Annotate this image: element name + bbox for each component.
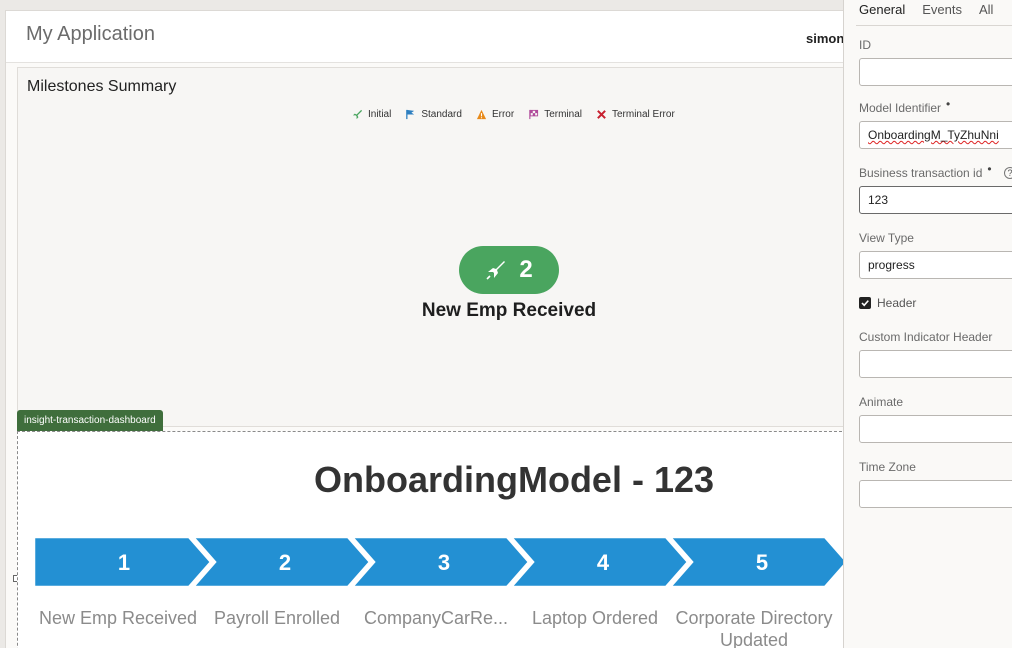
tab-all[interactable]: All [979, 2, 994, 17]
current-milestone-label: New Emp Received [421, 300, 597, 321]
required-marker: • [946, 97, 951, 111]
tab-events[interactable]: Events [922, 2, 962, 17]
id-field[interactable] [859, 58, 1012, 86]
legend-item-terminal: Terminal [528, 109, 582, 120]
legend-label: Terminal Error [611, 109, 675, 120]
header-checkbox-row[interactable]: Header [859, 296, 916, 310]
progress-steps: 1 2 3 4 5 [34, 537, 843, 589]
legend-item-standard: Standard [405, 109, 462, 120]
required-marker: • [987, 162, 992, 176]
legend-label: Error [491, 109, 515, 120]
step-number: 3 [438, 550, 450, 575]
business-transaction-label: Business transaction id • [859, 162, 992, 180]
x-icon [597, 110, 606, 119]
header-checkbox[interactable] [859, 297, 871, 309]
animate-field[interactable] [859, 415, 1012, 443]
help-icon[interactable]: ? [1004, 167, 1012, 179]
transaction-dashboard[interactable]: OnboardingModel - 123 1 2 3 4 5 New Emp Rece… [17, 431, 843, 648]
step-number: 5 [756, 550, 768, 575]
animate-label: Animate [859, 395, 904, 409]
properties-panel: General Events All ID Model Identifier• … [843, 0, 1012, 648]
step-label: Laptop Ordered [531, 608, 659, 628]
progress-step-5[interactable] [667, 537, 843, 589]
progress-step-2[interactable] [190, 537, 372, 589]
progress-step-1[interactable] [34, 537, 213, 589]
model-identifier-value: OnboardingM_TyZhuNni [868, 128, 999, 142]
milestones-title: Milestones Summary [27, 78, 177, 95]
app-title: My Application [26, 23, 155, 45]
warning-icon [476, 109, 487, 120]
app-header: My Application simon [6, 11, 843, 63]
step-label: Corporate Directory Updated [675, 608, 833, 648]
step-number: 4 [597, 550, 610, 575]
milestones-legend: Initial Standard Error Terminal Terminal… [352, 109, 675, 120]
dashboard-title: OnboardingModel - 123 [313, 459, 715, 500]
component-tag[interactable]: insight-transaction-dashboard [17, 410, 163, 432]
timezone-label: Time Zone [859, 460, 916, 474]
custom-indicator-field[interactable] [859, 350, 1012, 378]
step-number: 1 [118, 550, 130, 575]
rocket-icon [486, 261, 506, 280]
step-label: CompanyCarRe... [363, 608, 509, 628]
model-identifier-label: Model Identifier • [859, 97, 950, 115]
legend-item-initial: Initial [352, 109, 391, 120]
designer-canvas: My Application simon Milestones Summary … [5, 10, 843, 648]
model-identifier-label-text: Model Identifier [859, 101, 942, 115]
rocket-icon [352, 109, 363, 120]
current-milestone-badge[interactable]: 2 [459, 246, 559, 294]
custom-indicator-label: Custom Indicator Header [859, 330, 993, 344]
tab-general[interactable]: General [859, 2, 906, 17]
timezone-field[interactable] [859, 480, 1012, 508]
user-menu[interactable]: simon [806, 31, 843, 46]
view-type-label: View Type [859, 231, 914, 245]
checkered-flag-icon [529, 109, 539, 120]
properties-tabs: General Events All [859, 2, 993, 17]
header-checkbox-label: Header [877, 296, 917, 310]
legend-item-terminal-error: Terminal Error [596, 109, 675, 120]
business-transaction-field[interactable]: 123 [859, 186, 1012, 214]
progress-step-3[interactable] [349, 537, 531, 589]
step-number: 2 [279, 550, 291, 575]
milestone-count: 2 [519, 256, 533, 283]
flag-icon [406, 109, 415, 120]
id-label: ID [859, 38, 871, 52]
milestones-summary-panel[interactable]: Milestones Summary Initial Standard Erro… [17, 67, 843, 427]
legend-label: Initial [368, 109, 392, 120]
legend-label: Terminal [544, 109, 582, 120]
view-type-select[interactable]: progress [859, 251, 1012, 279]
legend-label: Standard [421, 109, 462, 120]
step-label: Payroll Enrolled [213, 608, 341, 628]
business-transaction-label-text: Business transaction id [859, 166, 983, 180]
progress-step-4[interactable] [508, 537, 690, 589]
checkmark-icon [861, 300, 869, 307]
step-label: New Emp Received [38, 608, 198, 628]
legend-item-error: Error [476, 109, 514, 120]
model-identifier-field[interactable]: OnboardingM_TyZhuNni [859, 121, 1012, 149]
tabs-divider [856, 25, 1012, 26]
